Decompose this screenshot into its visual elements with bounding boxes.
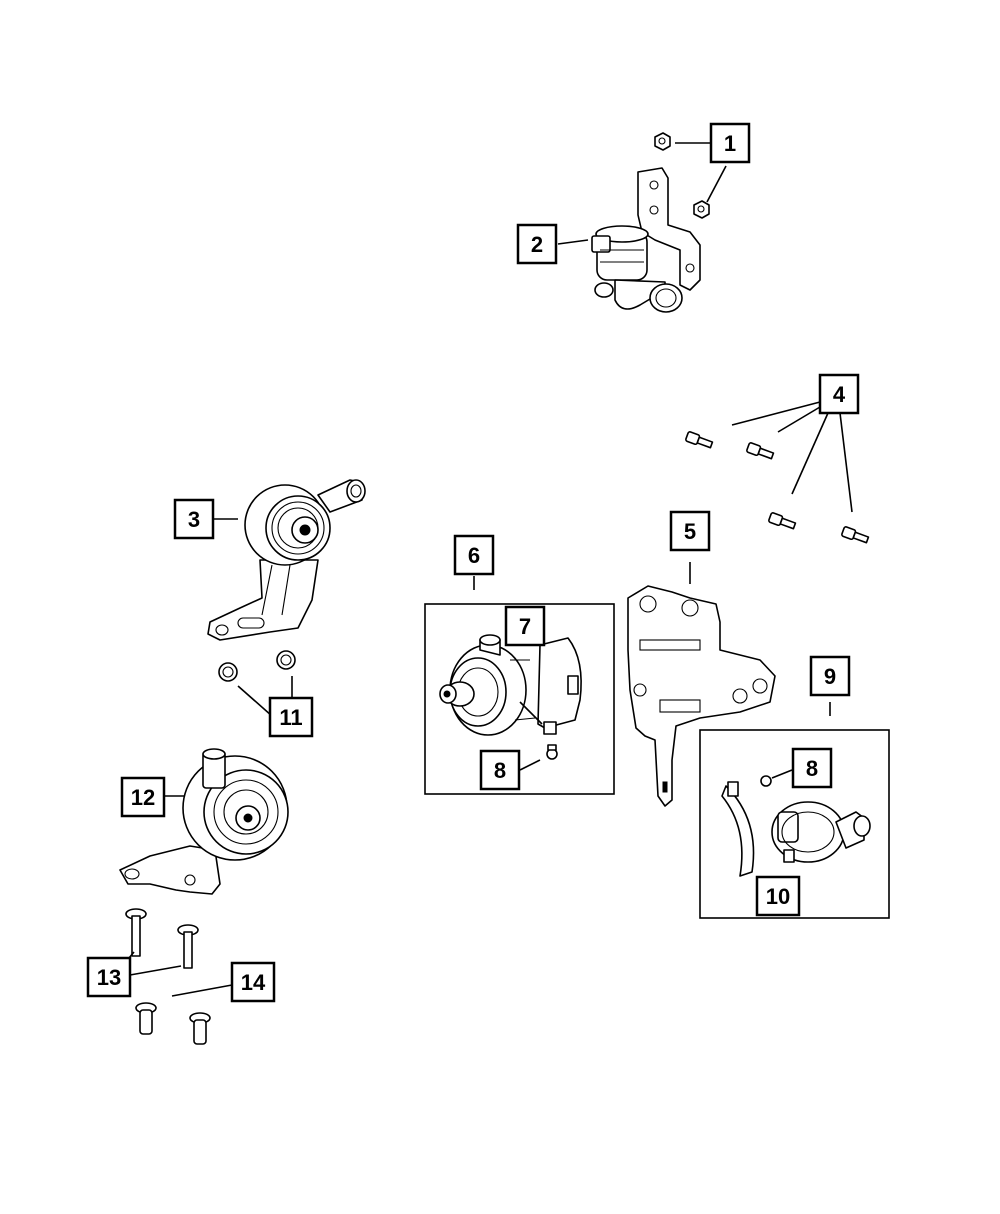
- callout-13: 13: [86, 956, 132, 998]
- nuts-part-11: [218, 650, 296, 682]
- callout-label-4: 4: [833, 382, 846, 407]
- callout-label-10: 10: [766, 884, 790, 909]
- callout-4: 4: [818, 373, 860, 415]
- callout-7: 7: [504, 605, 546, 647]
- callout-3: 3: [173, 498, 215, 540]
- callout-label-12: 12: [131, 785, 155, 810]
- pump-with-bracket-part-3: [207, 479, 366, 641]
- callout-label-7: 7: [519, 614, 531, 639]
- bolts-part-4: [685, 431, 870, 544]
- mounting-bracket-part-5: [627, 585, 776, 807]
- callout-label-8b: 8: [806, 756, 818, 781]
- callout-8b: 8: [791, 747, 833, 789]
- callout-label-14: 14: [241, 970, 266, 995]
- callout-11: 11: [268, 696, 314, 738]
- callout-label-3: 3: [188, 507, 200, 532]
- callout-2: 2: [516, 223, 558, 265]
- callout-label-11: 11: [279, 705, 302, 730]
- callout-label-1: 1: [724, 131, 736, 156]
- callout-9: 9: [809, 655, 851, 697]
- callout-label-5: 5: [684, 519, 696, 544]
- pump-part-7: [439, 634, 582, 736]
- callout-10: 10: [755, 875, 801, 917]
- callout-12: 12: [120, 776, 166, 818]
- callout-label-8a: 8: [494, 758, 506, 783]
- callout-1: 1: [709, 122, 751, 164]
- callout-label-13: 13: [97, 965, 121, 990]
- callout-label-9: 9: [824, 664, 836, 689]
- callout-6: 6: [453, 534, 495, 576]
- aux-pump-assembly-part-2: [591, 167, 701, 313]
- callout-8a: 8: [479, 749, 521, 791]
- bolts-part-14: [135, 1002, 211, 1045]
- group-frame-9: [699, 729, 890, 919]
- group-frame-6: [424, 603, 615, 795]
- callout-5: 5: [669, 510, 711, 552]
- callout-label-6: 6: [468, 543, 480, 568]
- callout-14: 14: [230, 961, 276, 1003]
- pump-with-bracket-part-12: [119, 748, 289, 895]
- screw-part-8a: [546, 744, 558, 760]
- bolts-part-13: [125, 908, 199, 969]
- pump-part-10: [721, 781, 871, 877]
- callout-label-2: 2: [531, 232, 543, 257]
- nut-part-1: [654, 132, 710, 219]
- screw-part-8b: [760, 775, 772, 787]
